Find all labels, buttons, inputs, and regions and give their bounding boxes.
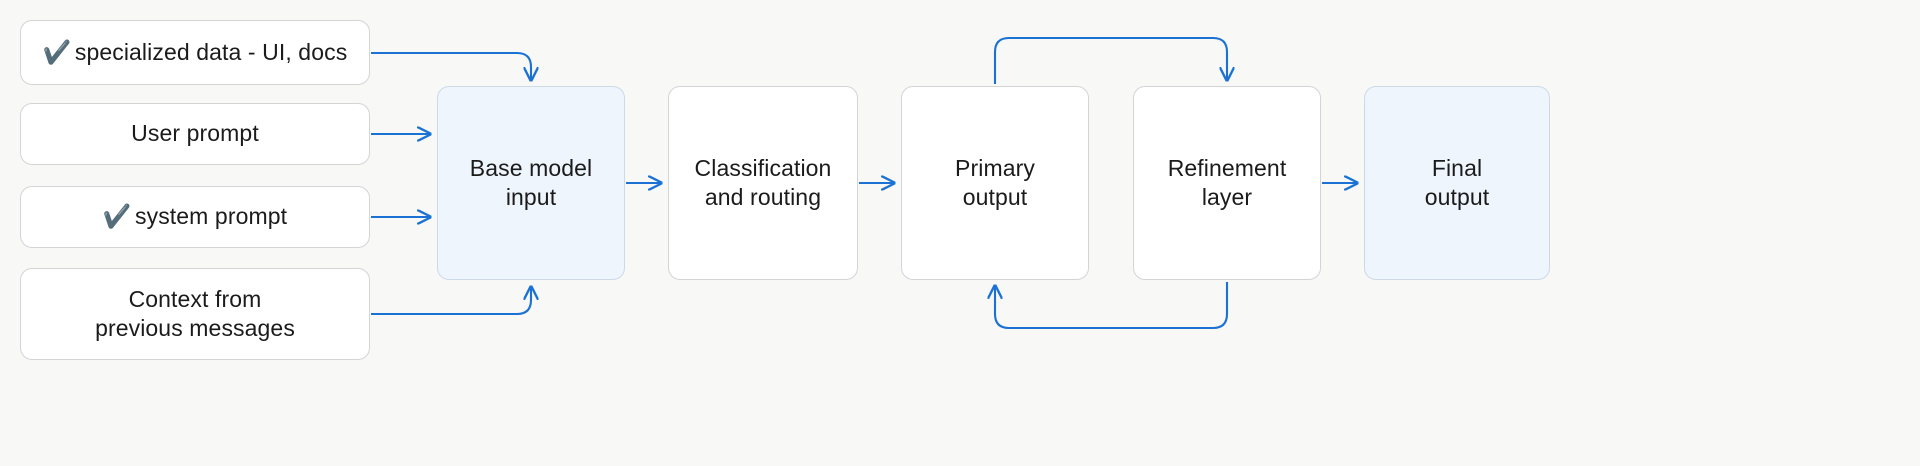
check-mark-icon: ✔️: [42, 38, 72, 65]
node-final-output-label: Final output: [1424, 154, 1490, 210]
node-user-prompt[interactable]: User prompt: [20, 103, 370, 165]
node-user-prompt-label: User prompt: [131, 120, 259, 147]
node-specialized-data-label: ✔️specialized data - UI, docs: [29, 38, 362, 67]
edge-primary-output-to-refinement-layer-top: [993, 36, 1227, 84]
node-system-prompt-label: ✔️system prompt: [89, 202, 301, 231]
check-mark-icon: ✔️: [102, 203, 132, 230]
node-classification-routing-label: Classification and routing: [694, 154, 832, 210]
node-system-prompt-text: system prompt: [135, 203, 288, 230]
node-base-model-input-label: Base model input: [469, 154, 593, 210]
node-base-model-input[interactable]: Base model input: [437, 86, 625, 280]
node-context-previous[interactable]: Context from previous messages: [20, 268, 370, 360]
node-refinement-layer-label: Refinement layer: [1167, 154, 1287, 210]
node-classification-routing[interactable]: Classification and routing: [668, 86, 858, 280]
node-context-previous-label: Context from previous messages: [95, 285, 295, 341]
node-primary-output[interactable]: Primary output: [901, 86, 1089, 280]
node-final-output[interactable]: Final output: [1364, 86, 1550, 280]
node-specialized-data-text: specialized data - UI, docs: [74, 38, 348, 65]
edge-context-previous-to-base-model-input: [371, 287, 531, 316]
edge-specialized-data-to-base-model-input: [371, 51, 531, 80]
edge-refinement-layer-to-primary-output-bottom: [995, 282, 1229, 330]
node-specialized-data[interactable]: ✔️specialized data - UI, docs: [20, 20, 370, 85]
node-refinement-layer[interactable]: Refinement layer: [1133, 86, 1321, 280]
node-primary-output-label: Primary output: [955, 154, 1035, 210]
node-system-prompt[interactable]: ✔️system prompt: [20, 186, 370, 248]
